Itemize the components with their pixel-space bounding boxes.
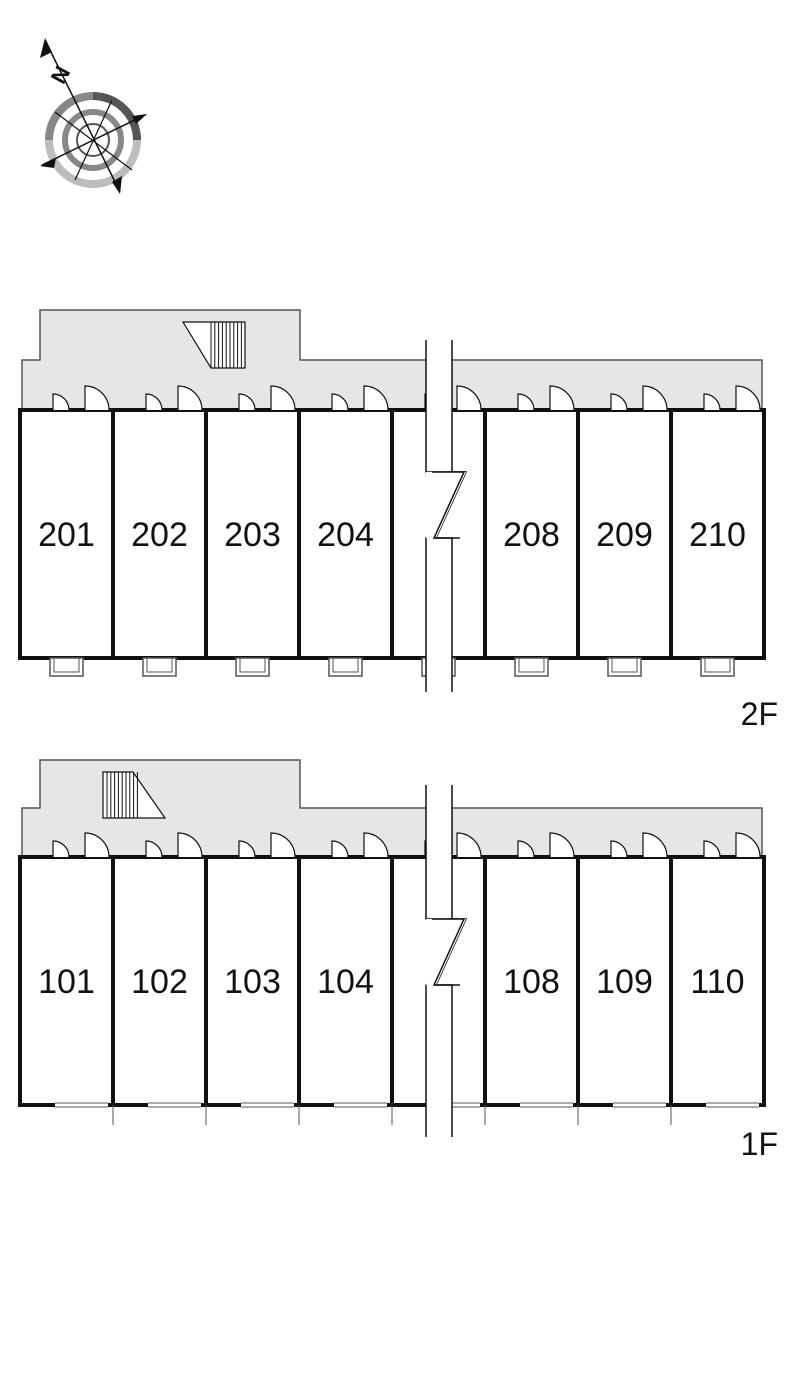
door-icon (270, 832, 296, 858)
door-icon (549, 385, 575, 411)
unit-203: 203 (204, 385, 301, 677)
break-line (425, 340, 468, 692)
door-icon (331, 840, 349, 858)
door-icon (549, 832, 575, 858)
door-icon (84, 385, 110, 411)
unit-number: 104 (317, 963, 374, 1001)
unit-number: 101 (38, 963, 95, 1001)
unit-201: 201 (18, 385, 115, 677)
floor-label: 2F (741, 696, 778, 732)
floor-1f: 101 102 103 104 108 109 110 1F (18, 759, 778, 1162)
unit-103: 103 (204, 832, 301, 1125)
door-icon (642, 832, 668, 858)
door-icon (456, 385, 482, 411)
unit-number: 201 (38, 516, 95, 554)
unit-208: 208 (483, 385, 580, 677)
door-icon (145, 393, 163, 411)
unit-204: 204 (297, 385, 394, 677)
compass-rose-icon: N (40, 38, 147, 194)
staircase (181, 321, 246, 369)
break-line (425, 785, 468, 1137)
door-icon (363, 832, 389, 858)
door-icon (84, 832, 110, 858)
door-icon (735, 385, 761, 411)
unit-210: 210 (669, 385, 766, 677)
balcony (49, 657, 84, 677)
balcony (700, 657, 735, 677)
unit-number: 102 (131, 963, 188, 1001)
floor-label: 1F (741, 1126, 778, 1162)
unit-209: 209 (576, 385, 673, 677)
door-icon (642, 385, 668, 411)
door-icon (517, 840, 535, 858)
unit-number: 108 (503, 963, 560, 1001)
unit-number: 110 (690, 963, 744, 1001)
unit-number: 109 (596, 963, 653, 1001)
door-icon (331, 393, 349, 411)
unit-number: 204 (317, 516, 374, 554)
balcony (607, 657, 642, 677)
unit-104: 104 (297, 832, 394, 1125)
unit-110: 110 (669, 832, 766, 1125)
door-icon (238, 840, 256, 858)
door-icon (270, 385, 296, 411)
door-icon (238, 393, 256, 411)
unit-202: 202 (111, 385, 208, 677)
door-icon (703, 393, 721, 411)
door-icon (610, 393, 628, 411)
door-icon (703, 840, 721, 858)
unit-number: 203 (224, 516, 281, 554)
unit-102: 102 (111, 832, 208, 1125)
unit-108: 108 (483, 832, 580, 1125)
door-icon (610, 840, 628, 858)
door-icon (456, 832, 482, 858)
unit-109: 109 (576, 832, 673, 1125)
door-icon (145, 840, 163, 858)
unit-number: 208 (503, 516, 560, 554)
door-icon (735, 832, 761, 858)
unit-number: 103 (224, 963, 281, 1001)
door-icon (177, 385, 203, 411)
compass-north-label: N (46, 62, 76, 88)
door-icon (363, 385, 389, 411)
unit-101: 101 (18, 832, 115, 1108)
door-icon (177, 832, 203, 858)
staircase (102, 771, 167, 819)
door-icon (52, 393, 70, 411)
balcony (235, 657, 270, 677)
unit-number: 202 (131, 516, 188, 554)
door-icon (517, 393, 535, 411)
unit-number: 210 (689, 516, 746, 554)
floor-2f: 201 202 203 204 208 209 210 2F (18, 309, 778, 732)
balcony (514, 657, 549, 677)
unit-number: 209 (596, 516, 653, 554)
balcony (142, 657, 177, 677)
balcony (328, 657, 363, 677)
door-icon (52, 840, 70, 858)
